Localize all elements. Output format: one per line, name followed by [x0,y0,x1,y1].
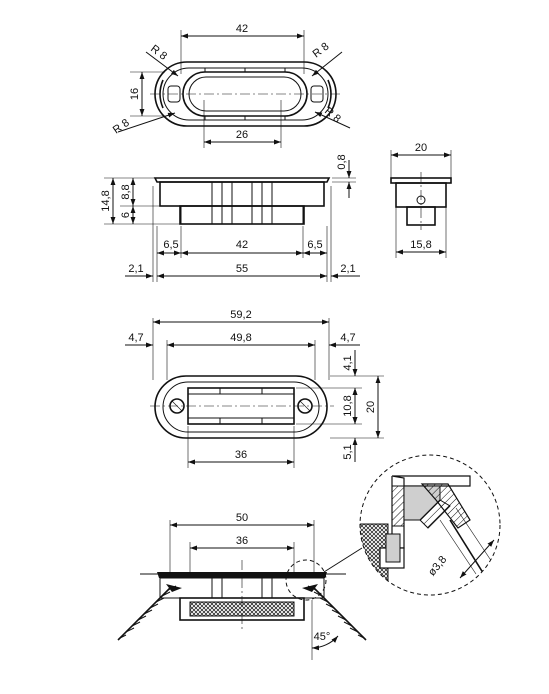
radius-bottom-left-label: R 8 [111,117,132,137]
plan-outer-label: 59,2 [230,309,251,321]
side-view-outline [153,177,331,225]
top-view: 42 16 26 R 8 R 8 R 8 R 8 [111,23,351,148]
end-view: 20 15,8 [390,142,452,258]
radius-top-left-label: R 8 [148,43,169,63]
install-view: 50 36 45° [117,512,367,660]
side-left-step-label: 6,5 [163,239,178,251]
plan-height-label: 20 [365,401,377,413]
detail-screw-label: ø3,8 [426,554,449,579]
side-total-height-label: 14,8 [100,190,112,211]
install-section [117,560,367,641]
side-right-lip-label: 2,1 [340,263,355,275]
side-lower-height-label: 6 [120,212,132,218]
side-left-lip-label: 2,1 [128,263,143,275]
top-width-label: 42 [236,23,248,35]
right-screw [302,584,367,641]
install-inner-label: 36 [236,535,248,547]
top-height-label: 16 [129,88,141,100]
install-outer-label: 50 [236,512,248,524]
end-top-label: 20 [415,142,427,154]
side-center-label: 42 [236,239,248,251]
plan-left-label: 4,7 [128,332,143,344]
flange-label: 0,8 [336,154,348,169]
radius-top-right-label: R 8 [311,41,332,61]
top-inner-label: 26 [236,129,248,141]
top-view-outline [150,61,342,127]
plan-hole-label: 36 [235,449,247,461]
plan-view: 59,2 4,7 49,8 4,7 4,1 10,8 5,1 20 36 [125,309,384,468]
plan-top-offset-label: 4,1 [342,355,354,370]
plan-bottom-offset-label: 5,1 [342,444,354,459]
side-body-label: 55 [236,263,248,275]
side-right-step-label: 6,5 [307,239,322,251]
side-upper-height-label: 8,8 [120,184,132,199]
plan-inner-label: 49,8 [230,332,251,344]
end-view-outline [390,172,452,230]
plan-view-outline [150,375,334,439]
radius-bottom-right-label: R 8 [322,105,343,125]
plan-slot-label: 10,8 [342,395,354,416]
detail-view: ø3,8 [359,454,501,596]
plan-right-label: 4,7 [340,332,355,344]
install-angle-label: 45° [314,631,331,643]
end-bottom-label: 15,8 [410,239,431,251]
left-screw [117,584,182,641]
side-view: 0,8 14,8 8,8 6 6,5 42 6,5 2,1 55 2,1 [100,154,360,282]
